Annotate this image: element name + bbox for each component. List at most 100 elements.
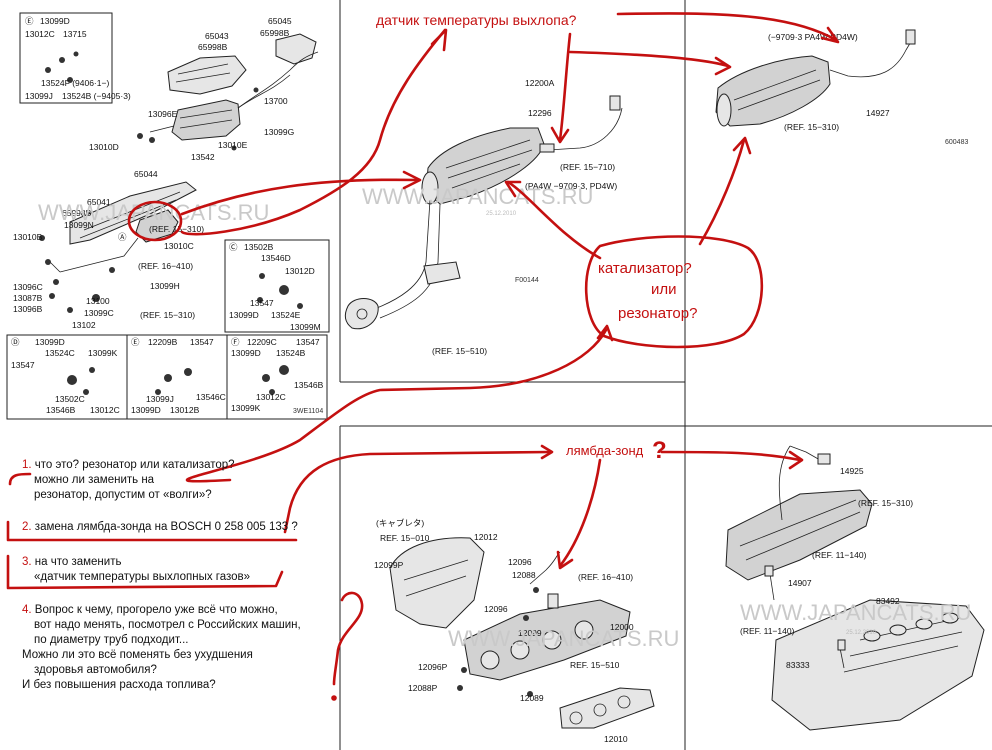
part-label: 13087B: [13, 293, 43, 303]
arrow-temp-sensor-3: [616, 12, 838, 42]
part-label: 13100: [86, 296, 110, 306]
part-label: 83333: [786, 660, 810, 670]
part-label: (キャブレタ): [376, 518, 424, 528]
circle-letter-e: Ⓔ: [25, 16, 34, 26]
question-4-line-5: здоровья автомобиля?: [34, 664, 157, 676]
question-line: что это? резонатор или катализатор?: [34, 459, 235, 471]
bracket-q3: [6, 554, 284, 590]
part-label: 13010C: [164, 241, 194, 251]
question-line: Вопрос к чему, прогорело уже всё что мож…: [34, 604, 278, 616]
circle-letter-d: Ⓓ: [11, 337, 20, 347]
watermark-date: 25.12.2010: [486, 211, 517, 217]
drawing-code: 600483: [945, 139, 968, 146]
question-number: 1.: [22, 459, 32, 471]
part-label: 13524B: [276, 348, 306, 358]
ref-label: (REF. 15−310): [858, 498, 913, 508]
part-label: 13546B: [46, 405, 76, 415]
part-label: 65998B: [260, 28, 290, 38]
part-label: 12096P: [418, 662, 448, 672]
drawing-code: F00144: [515, 277, 539, 284]
engine-panel: 14925 (REF. 15−310) (REF. 11−140) 14907 …: [725, 445, 985, 731]
spark-plug-wells: [863, 612, 959, 642]
part-label: 65044: [134, 169, 158, 179]
part-label: 13012D: [285, 266, 315, 276]
part-label: 65998B: [198, 42, 228, 52]
ref-label: (REF. 15−310): [784, 122, 839, 132]
part-label: 12088: [512, 570, 536, 580]
part-label: 13546D: [261, 253, 291, 263]
flange: [344, 298, 379, 330]
ref-label: (REF. 16−410): [138, 261, 193, 271]
ref-label: (PA4W −9709·3, PD4W): [525, 181, 617, 191]
question-number: 3.: [22, 556, 32, 568]
part-label: 13099K: [231, 403, 261, 413]
question-number: 4.: [22, 604, 32, 616]
question-1: 1. что это? резонатор или катализатор?: [22, 458, 235, 473]
front-pipe: [59, 237, 139, 273]
part-label: 13099M: [290, 322, 321, 332]
ref-label: (REF. 15−710): [560, 162, 615, 172]
tail-pipe: [237, 51, 319, 109]
part-label: 13542: [191, 152, 215, 162]
muffler: [171, 99, 241, 141]
part-label: 12089: [520, 693, 544, 703]
part-label: 13099J: [25, 91, 53, 101]
part-label: 14925: [840, 466, 864, 476]
question-4-line-3: по диаметру труб подходит...: [34, 634, 189, 646]
part-label: 13010B: [13, 232, 43, 242]
panel-frames: [339, 0, 992, 750]
part-label: 13096C: [13, 282, 43, 292]
part-label: 13012C: [25, 29, 55, 39]
question-1-line-2: можно ли заменить на: [34, 474, 155, 486]
ref-label: (REF. 15−310): [149, 224, 204, 234]
converter-variant-body: [715, 55, 831, 127]
part-label: 83492: [876, 596, 900, 606]
part-label: 13099G: [264, 127, 294, 137]
circle-letter-a: Ⓐ: [118, 232, 127, 242]
arrow-temp-sensor-1: [558, 32, 572, 142]
circle-letter-f: Ⓕ: [231, 337, 240, 347]
down-pipe: [379, 203, 441, 319]
annotation-question-mark: ?: [652, 437, 667, 464]
part-label: 13099H: [150, 281, 180, 291]
part-label: 13715: [63, 29, 87, 39]
part-label: 12296: [528, 108, 552, 118]
part-label: 12088P: [408, 683, 438, 693]
part-label: 13547: [296, 337, 320, 347]
bracket-q2: [6, 520, 298, 542]
bubble-pointer: [506, 180, 602, 260]
panel1-labels: Ⓔ 13099D 13012C 13715 13524F (9406·1−) 1…: [11, 16, 324, 415]
part-label: 12209B: [148, 337, 178, 347]
part-label: 12010: [604, 734, 628, 744]
question-4-line-2: вот надо менять, посмотрел с Российских …: [34, 619, 301, 631]
part-label: 14907: [788, 578, 812, 588]
part-label: 13099C: [84, 308, 114, 318]
hand-question-mark: [332, 591, 364, 686]
annotation-lambda: лямбда-зонд: [566, 443, 644, 458]
part-label: 13546B: [294, 380, 324, 390]
highlight-circle: [127, 200, 183, 242]
watermark: WWW.JAPANCATS.RU: [362, 184, 593, 209]
red-annotations: [6, 12, 840, 701]
part-label: 65045: [268, 16, 292, 26]
part-label: 13099K: [88, 348, 118, 358]
ref-label: (REF. 11−140): [740, 626, 795, 636]
part-label: 13099D: [229, 310, 259, 320]
arrow-temp-sensor-4: [180, 28, 447, 236]
part-label: 13096E: [148, 109, 178, 119]
converter-variant-panel: (−9709·3 PA4W;PD4W) 14927 (REF. 15−310) …: [715, 29, 968, 146]
question-2: 2. замена лямбда-зонда на BOSCH 0 258 00…: [22, 520, 298, 535]
question-3: 3. на что заменить: [22, 555, 121, 570]
part-label: 13099D: [40, 16, 70, 26]
part-label: 13502B: [244, 242, 274, 252]
part-label: 12012: [474, 532, 498, 542]
part-label: 13524C: [45, 348, 75, 358]
question-line: замена лямбда-зонда на BOSCH 0 258 005 1…: [34, 521, 298, 533]
annotation-temp-sensor: датчик температуры выхлопа?: [376, 12, 577, 28]
part-label: 12096: [508, 557, 532, 567]
heat-shield-65043: [167, 55, 247, 95]
question-4: 4. Вопрос к чему, прогорело уже всё что …: [22, 603, 278, 618]
part-label: 13099J: [146, 394, 174, 404]
drawing-code: 3WE1104: [293, 408, 323, 415]
